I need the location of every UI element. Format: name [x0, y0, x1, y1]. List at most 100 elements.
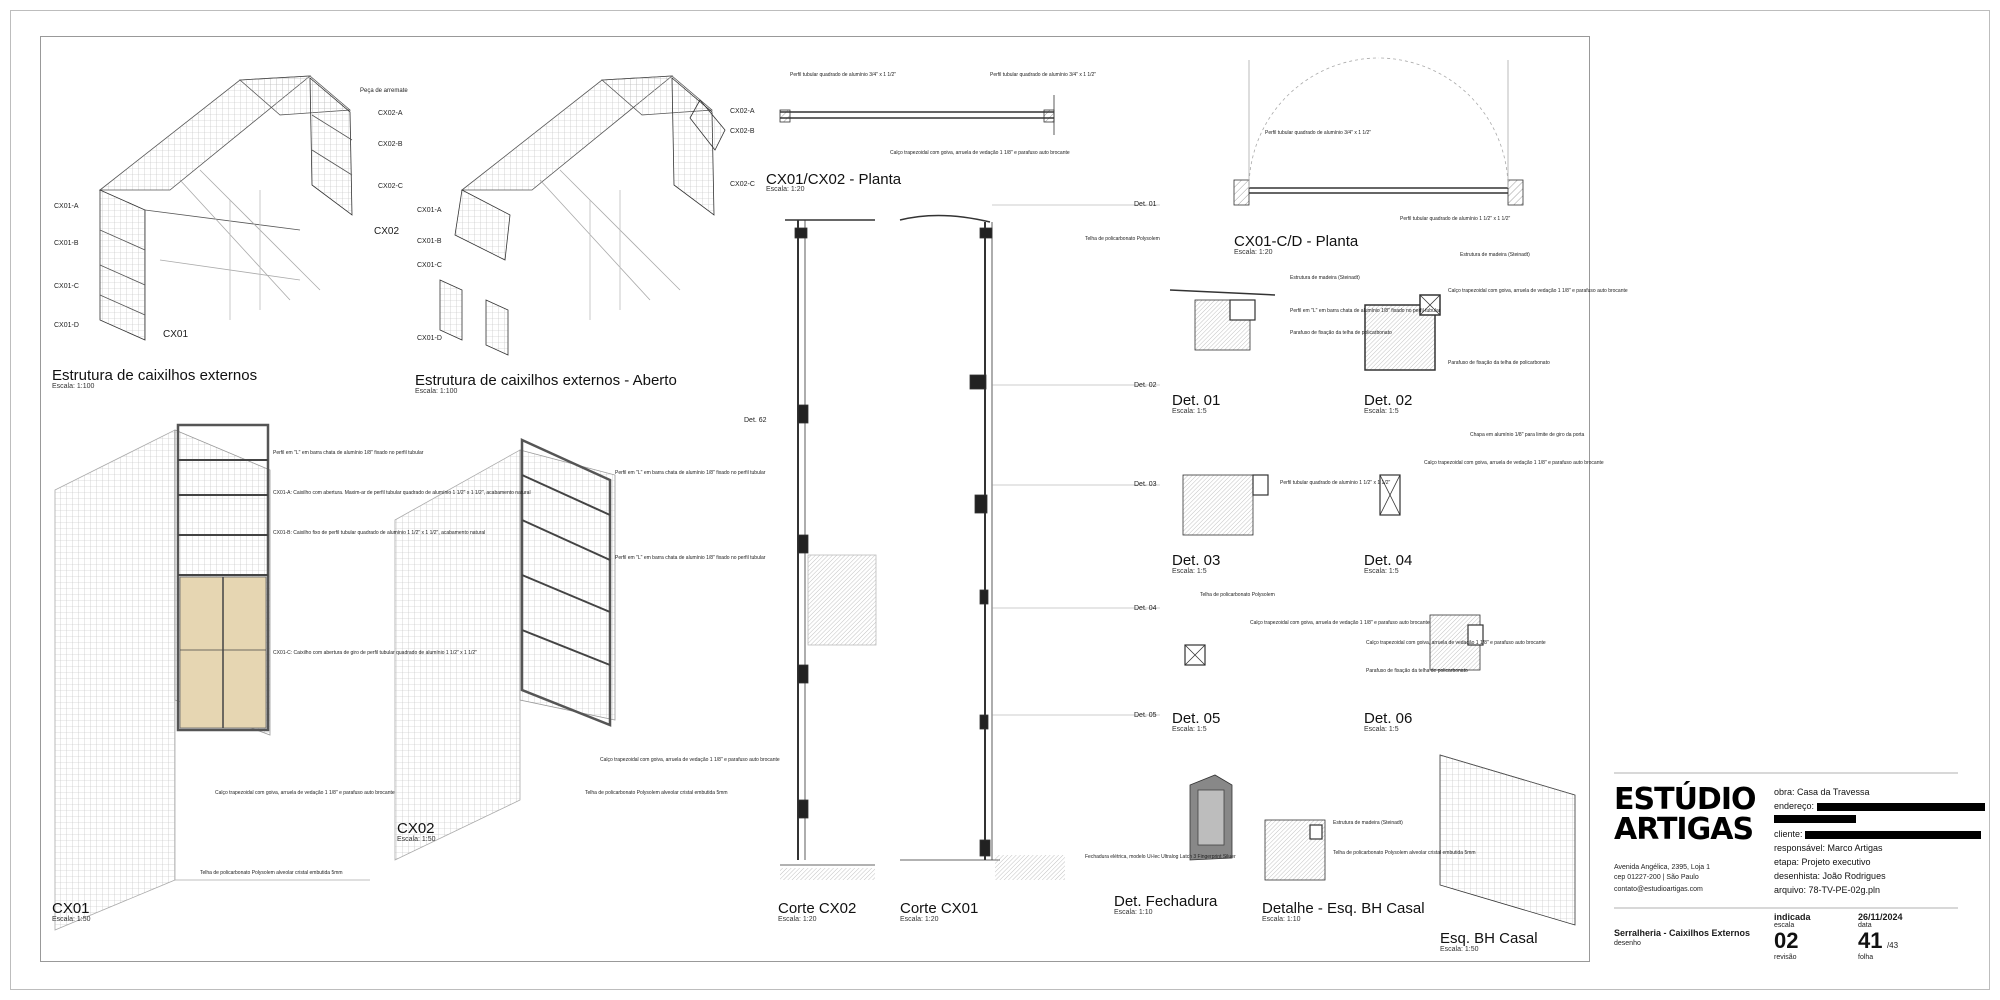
view-title: Det. 03 [1172, 552, 1221, 569]
view-title: Estrutura de caixilhos externos - Aberto [415, 372, 677, 389]
scale-label: escala [1774, 922, 1795, 929]
cliente-label: cliente: [1774, 829, 1803, 839]
endereco-label: endereço: [1774, 801, 1815, 811]
annotation-note: CX01-A: Caixilho com abertura. Maxim-ar … [273, 490, 531, 496]
view-scale: Escala: 1:50 [397, 836, 436, 843]
view-scale: Escala: 1:5 [1172, 568, 1207, 575]
view-title: CX01 [52, 900, 90, 917]
annotation-note: Perfil tubular quadrado de alumínio 3/4"… [990, 72, 1097, 78]
tag-label: Det. 62 [744, 417, 767, 424]
sheet-total: /43 [1886, 941, 1899, 950]
tag-label: Det. 02 [1134, 382, 1157, 389]
annotation-note: Estrutura de madeira (Steinadt) [1333, 820, 1403, 826]
view-scale: Escala: 1:20 [766, 186, 805, 193]
sheet-value: 41 [1858, 928, 1883, 953]
view-title: Det. 04 [1364, 552, 1413, 569]
tag-label: CX02-C [378, 183, 403, 190]
studio-address: cep 01227-200 | São Paulo [1614, 874, 1699, 881]
annotation-note: Perfil tubular quadrado de alumínio 1 1/… [1400, 216, 1511, 222]
tag-label: Det. 03 [1134, 481, 1157, 488]
view-title: Esq. BH Casal [1440, 930, 1538, 947]
annotation-note: Calço trapezoidal com goiva, arruela de … [600, 757, 780, 763]
annotation-note: Chapa em alumínio 1/8" para limite de gi… [1470, 432, 1585, 438]
tag-label: CX02-B [378, 141, 403, 148]
tag-label: CX01-B [54, 240, 79, 247]
view-title: Corte CX02 [778, 900, 857, 917]
responsavel-line: responsável: Marco Artigas [1774, 843, 1883, 853]
studio-email: contato@estudioartigas.com [1614, 886, 1703, 893]
etapa-line: etapa: Projeto executivo [1774, 857, 1871, 867]
iso-open-drawing [439, 75, 726, 356]
view-title: Detalhe - Esq. BH Casal [1262, 900, 1425, 917]
details-drawing [1169, 289, 1484, 881]
revision-value: 02 [1774, 928, 1799, 953]
view-scale: Escala: 1:5 [1364, 408, 1399, 415]
view-scale: Escala: 1:20 [1234, 249, 1273, 256]
annotation-note: Perfil em "L" em barra chata de alumínio… [615, 470, 766, 476]
view-title: Det. Fechadura [1114, 893, 1218, 910]
desenhista-line: desenhista: João Rodrigues [1774, 871, 1886, 881]
view-scale: Escala: 1:50 [52, 916, 91, 923]
arquivo-line: arquivo: 78-TV-PE-02g.pln [1774, 885, 1881, 895]
esq-bh-drawing [1439, 754, 1576, 926]
annotation-note: CX01-C: Caixilho com abertura de giro de… [273, 650, 477, 656]
view-title: Det. 06 [1364, 710, 1413, 727]
tag-label: Det. 01 [1134, 201, 1157, 208]
annotation-note: Parafuso de fixação da telha de policarb… [1448, 360, 1550, 366]
tag-label: CX01-B [417, 238, 442, 245]
view-scale: Escala: 1:100 [52, 383, 95, 390]
annotation-note: Telha de policarbonato Polysolem [1200, 592, 1275, 598]
annotation-note: Parafuso de fixação da telha de policarb… [1290, 330, 1392, 336]
annotation-note: Fechadura elétrica, modelo Ui-lec Ultral… [1085, 854, 1236, 860]
annotation-note: Calço trapezoidal com goiva, arruela de … [1448, 288, 1628, 294]
annotation-note: CX01-B: Caixilho fixo de perfil tubular … [273, 530, 486, 536]
sheet-number: 41 /43 [1858, 928, 1898, 954]
annotation-note: Perfil em "L" em barra chata de alumínio… [273, 450, 424, 456]
tag-label: Det. 04 [1134, 605, 1157, 612]
annotation-note: Calço trapezoidal com goiva, arruela de … [1250, 620, 1430, 626]
annotation-note: Parafuso de fixação da telha de policarb… [1366, 668, 1468, 674]
redacted-block [1816, 802, 1985, 811]
studio-logo: ESTÚDIO ARTIGAS [1614, 785, 1756, 845]
tag-label: CX02 [374, 226, 400, 237]
view-scale: Escala: 1:5 [1364, 726, 1399, 733]
annotation-note: Telha de policarbonato Polysolem alveola… [200, 870, 343, 876]
obra-label: obra: [1774, 787, 1795, 797]
cx02-drawing [394, 438, 616, 861]
annotation-note: Estrutura de madeira (Steinadt) [1460, 252, 1530, 258]
tag-label: CX01 [163, 329, 189, 340]
endereco-line: endereço: [1774, 801, 1985, 811]
drawing-frame [40, 36, 1590, 962]
redacted-block [1774, 815, 1856, 823]
view-scale: Escala: 1:20 [900, 916, 939, 923]
redacted-block-row [1774, 815, 1856, 823]
date-label: data [1858, 922, 1872, 929]
annotation-note: Estrutura de madeira (Steinadt) [1290, 275, 1360, 281]
title-block-lines [1614, 772, 1958, 909]
view-title: Corte CX01 [900, 900, 979, 917]
annotation-note: Calço trapezoidal com goiva, arruela de … [1366, 640, 1546, 646]
annotation-note: Perfil em "L" em barra chata de alumínio… [1290, 308, 1441, 314]
plan-drawing [779, 95, 1055, 135]
annotation-note: Telha de policarbonato Polysolem alveola… [1333, 850, 1476, 856]
view-scale: Escala: 1:5 [1364, 568, 1399, 575]
tag-label: CX01-D [54, 322, 79, 329]
view-scale: Escala: 1:5 [1172, 408, 1207, 415]
annotation-note: Perfil tubular quadrado de alumínio 3/4"… [1265, 130, 1372, 136]
drawing-name: Serralheria - Caixilhos Externos [1614, 928, 1751, 938]
annotation-note: Telha de policarbonato Polysolem alveola… [585, 790, 728, 796]
obra-value: Casa da Travessa [1797, 787, 1870, 797]
annotation-note: Calço trapezoidal com goiva, arruela de … [215, 790, 395, 796]
sheet-label: folha [1858, 954, 1874, 961]
view-title: CX01-C/D - Planta [1234, 233, 1359, 250]
corte-cx02-drawing [780, 219, 877, 880]
view-scale: Escala: 1:100 [415, 388, 458, 395]
revision-label: revisão [1774, 954, 1797, 961]
studio-address: Avenida Angélica, 2395, Loja 1 [1614, 864, 1711, 871]
iso-closed-drawing [98, 75, 353, 341]
annotation-note: Calço trapezoidal com goiva, arruela de … [1424, 460, 1604, 466]
logo-line: ESTÚDIO [1614, 782, 1756, 817]
tag-label: Peça de arremate [360, 88, 408, 94]
tag-label: CX02-C [730, 181, 755, 188]
view-title: Det. 02 [1364, 392, 1413, 409]
